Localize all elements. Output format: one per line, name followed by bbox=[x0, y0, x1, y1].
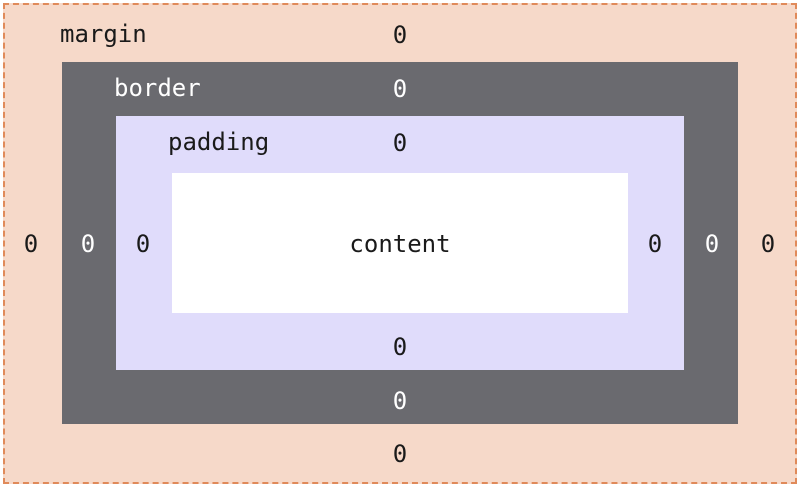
padding-right-value: 0 bbox=[647, 230, 663, 258]
margin-top-value: 0 bbox=[392, 21, 408, 49]
border-right-value: 0 bbox=[704, 230, 720, 258]
content-box bbox=[172, 173, 628, 313]
content-label: content bbox=[349, 230, 451, 258]
border-left-value: 0 bbox=[80, 230, 96, 258]
margin-bottom-value: 0 bbox=[392, 440, 408, 468]
padding-bottom-value: 0 bbox=[392, 333, 408, 361]
border-label: border bbox=[114, 74, 201, 102]
margin-right-value: 0 bbox=[760, 230, 776, 258]
margin-left-value: 0 bbox=[23, 230, 39, 258]
border-bottom-value: 0 bbox=[392, 387, 408, 415]
border-top-value: 0 bbox=[392, 75, 408, 103]
padding-left-value: 0 bbox=[135, 230, 151, 258]
margin-label: margin bbox=[60, 20, 147, 48]
padding-label: padding bbox=[168, 128, 270, 156]
padding-top-value: 0 bbox=[392, 129, 408, 157]
